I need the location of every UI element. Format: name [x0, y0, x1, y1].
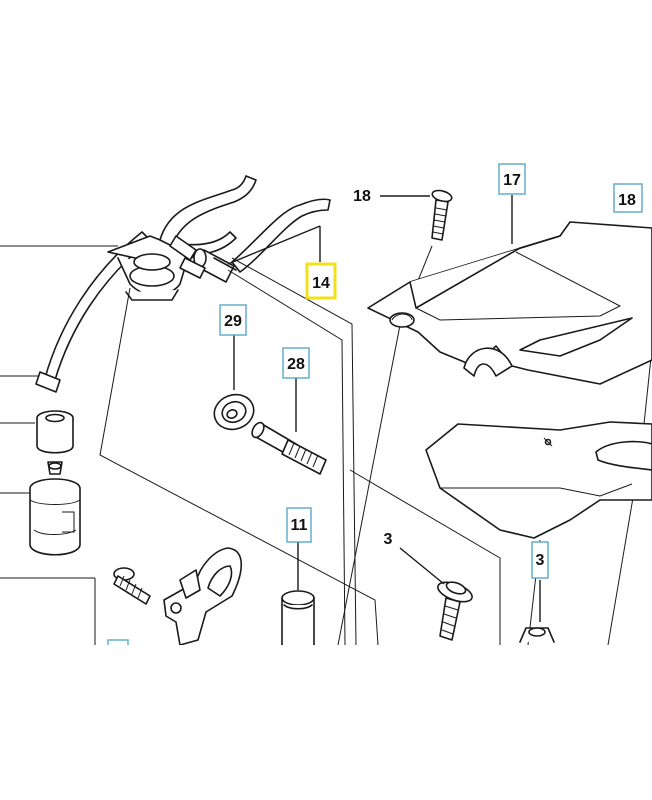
- callout-18-b[interactable]: 18: [613, 183, 643, 213]
- callout-18b-text: 18: [618, 192, 636, 209]
- parts-diagram: 14 17 18 18 29 28 11: [0, 150, 652, 645]
- fuel-hoses-upper: [159, 175, 331, 283]
- bracket-lower: [163, 547, 242, 645]
- callout-28[interactable]: 28: [282, 347, 310, 379]
- callout-14-text: 14: [312, 275, 330, 292]
- callout-3a-text: 3: [384, 531, 393, 548]
- leader-14: [227, 225, 321, 265]
- heat-shield-plate: [425, 421, 652, 539]
- callout-14[interactable]: 14: [305, 262, 337, 300]
- fuel-filter: [29, 461, 81, 556]
- part-3-screw-b: [519, 580, 555, 643]
- callout-3-a[interactable]: 3: [384, 531, 393, 548]
- part-29-washer: [213, 335, 255, 431]
- callout-3-b[interactable]: 3: [531, 541, 549, 579]
- callout-3b-text: 3: [536, 552, 545, 569]
- exploded-view: 14 17 18 18 29 28 11: [0, 163, 652, 645]
- fuel-connector: [36, 410, 74, 454]
- callout-17[interactable]: 17: [498, 163, 526, 195]
- spring-screw-lower-left: [107, 567, 151, 645]
- left-frame-lines: [0, 245, 118, 645]
- callout-18a-text: 18: [353, 188, 371, 205]
- callout-11[interactable]: 11: [286, 507, 312, 543]
- callout-28-text: 28: [287, 356, 305, 373]
- part-17-cover: [367, 195, 652, 385]
- callout-18-a[interactable]: 18: [353, 188, 371, 205]
- callout-11-text: 11: [291, 517, 308, 534]
- callout-17-text: 17: [503, 172, 521, 189]
- part-18-screw: [380, 189, 453, 321]
- callout-29[interactable]: 29: [219, 304, 247, 336]
- part-28-pin: [251, 378, 327, 475]
- part-3-screw-a: [399, 547, 473, 641]
- part-11-plug: [281, 542, 315, 645]
- callout-29-text: 29: [224, 313, 242, 330]
